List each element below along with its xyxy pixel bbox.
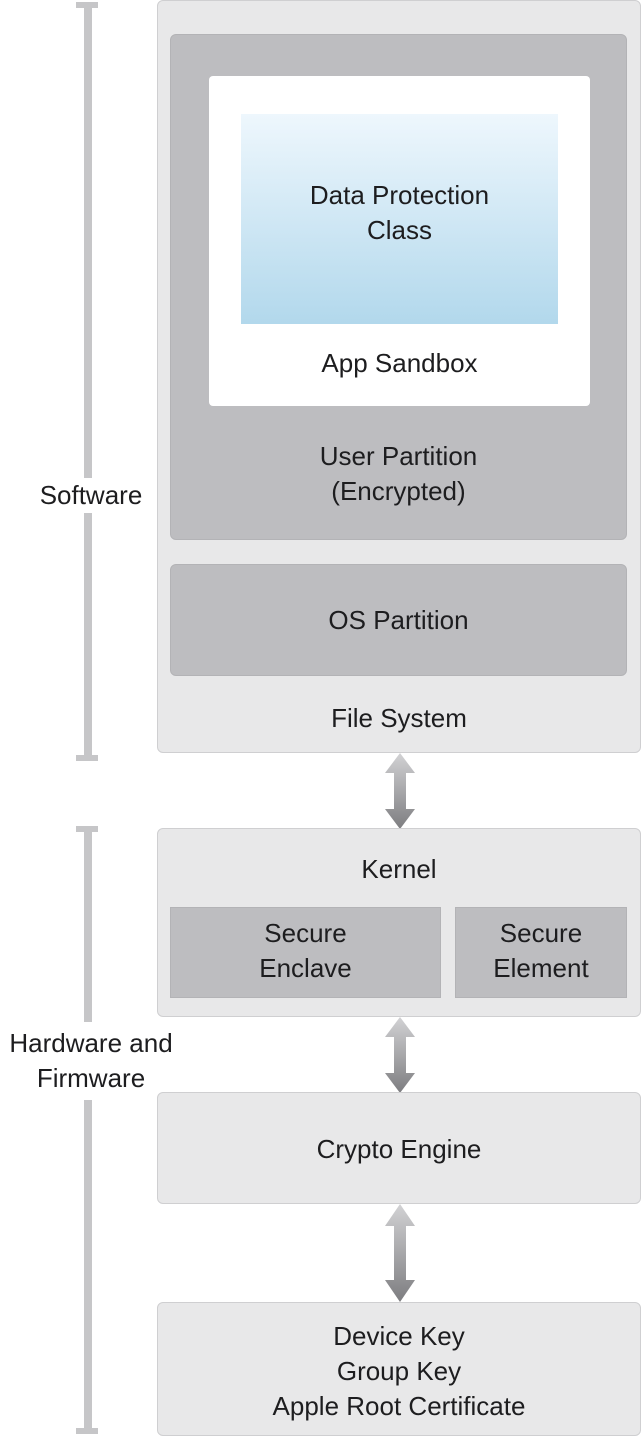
double-arrow-icon: [385, 1204, 415, 1302]
os-partition-label: OS Partition: [328, 605, 469, 635]
double-arrow-icon: [385, 1017, 415, 1093]
secure-enclave-label: Secure Enclave: [259, 918, 352, 983]
crypto-engine-box: Crypto Engine: [157, 1092, 641, 1204]
app-sandbox-label: App Sandbox: [321, 348, 478, 378]
crypto-engine-label: Crypto Engine: [316, 1134, 482, 1164]
secure-element-label: Secure Element: [493, 918, 589, 983]
hardware-firmware-label: Hardware and Firmware: [0, 1022, 182, 1100]
file-system-label: File System: [331, 703, 467, 733]
software-label: Software: [20, 478, 162, 513]
keys-label: Device Key Group Key Apple Root Certific…: [272, 1321, 526, 1421]
data-protection-class-label: Data Protection Class: [309, 180, 490, 245]
secure-enclave-box: Secure Enclave: [170, 907, 441, 998]
data-protection-class-box: Data Protection Class: [241, 114, 558, 324]
kernel-label: Kernel: [361, 854, 437, 884]
os-partition-box: OS Partition: [170, 564, 627, 676]
keys-box: Device Key Group Key Apple Root Certific…: [157, 1302, 641, 1436]
secure-element-box: Secure Element: [455, 907, 627, 998]
user-partition-label: User Partition (Encrypted): [319, 441, 478, 506]
double-arrow-icon: [385, 753, 415, 829]
